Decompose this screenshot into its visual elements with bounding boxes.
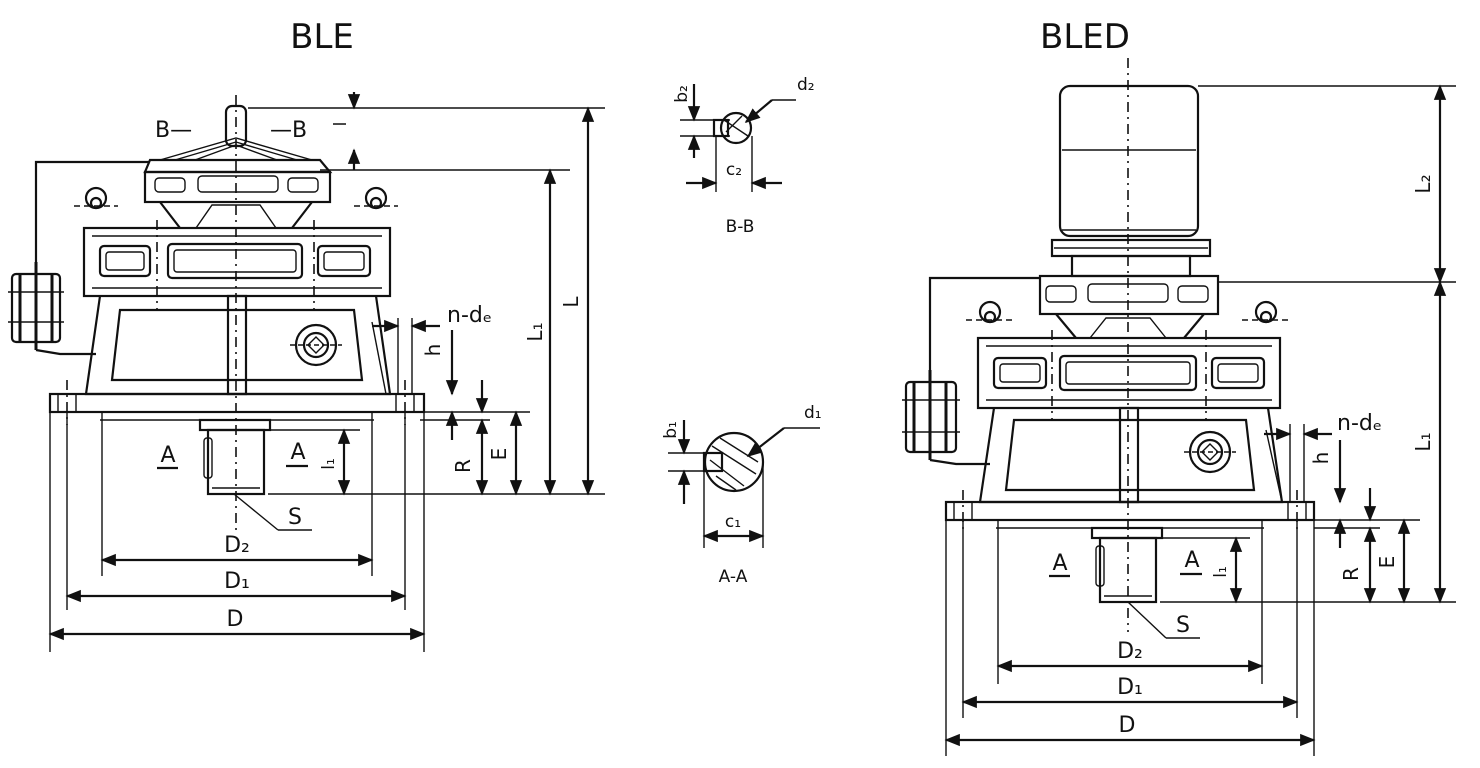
bled-dim-s: S <box>1176 613 1190 638</box>
ble-output-shaft: A A <box>157 418 308 496</box>
bled-dim-r: R <box>1339 567 1363 581</box>
ble-section-marker-right: —B <box>270 118 307 143</box>
bled-horizontal-dims: D₂ D₁ D <box>944 520 1316 756</box>
bled-dim-d1: D₁ <box>1117 675 1143 700</box>
ble-dim-s: S <box>288 505 302 530</box>
ble-dim-d2: D₂ <box>224 533 250 558</box>
bled-base-flange <box>944 490 1316 534</box>
ble-a-left: A <box>160 443 175 468</box>
bled-title: BLED <box>1040 17 1130 57</box>
ble-top-cover <box>143 137 333 229</box>
bled-dim-e: E <box>1375 556 1399 569</box>
section-bb: b₂ c₂ d₂ B-B <box>672 75 815 237</box>
ble-input-shaft: B— —B <box>155 104 307 148</box>
bled-top-cover <box>1038 274 1220 339</box>
bled-housing <box>976 330 1282 420</box>
section-aa: b₁ c₁ d₁ A-A <box>661 403 822 587</box>
ble-vertical-dims: L L₁ l h R E l₁ <box>248 92 605 496</box>
bled-dim-d: D <box>1119 713 1136 738</box>
bled-motor <box>1050 84 1212 278</box>
ble-view: BLE B— —B <box>8 17 605 652</box>
ble-dim-d1: D₁ <box>224 569 250 594</box>
aa-title: A-A <box>719 567 748 587</box>
bled-a-right: A <box>1184 548 1199 573</box>
ble-lower-body <box>84 294 392 396</box>
bled-a-left: A <box>1052 551 1067 576</box>
ble-dim-l1-shaft: l₁ <box>319 458 339 470</box>
ble-dim-ndc: n-dₑ <box>447 303 492 328</box>
bled-dim-l1-shaft: l₁ <box>1211 566 1231 578</box>
ble-title: BLE <box>290 17 354 57</box>
bled-view: BLED <box>902 17 1456 756</box>
ble-section-marker-left: B— <box>155 118 192 143</box>
bb-dim-b: b₂ <box>672 85 692 103</box>
bled-vertical-dims: L₂ L₁ h R E l₁ n-dₑ <box>1160 84 1456 604</box>
bled-dim-h: h <box>1309 452 1333 465</box>
bled-lower-body <box>978 406 1284 504</box>
aa-dim-b: b₁ <box>661 421 681 439</box>
ble-dim-d: D <box>227 607 244 632</box>
ble-dim-l: l <box>331 122 351 127</box>
bled-oil-pump <box>902 276 1040 466</box>
bled-lifting-eyes <box>966 300 1290 324</box>
bb-dim-c: c₂ <box>726 160 742 180</box>
ble-dim-l: L <box>559 296 583 308</box>
bled-dim-ndc: n-dₑ <box>1337 411 1382 436</box>
ble-base-flange <box>48 380 426 425</box>
bled-dim-l1: L₁ <box>1411 432 1435 451</box>
bled-dim-l2: L₂ <box>1411 174 1435 193</box>
bb-title: B-B <box>726 217 755 237</box>
bled-dim-d2: D₂ <box>1117 639 1143 664</box>
ble-dim-r: R <box>451 459 475 473</box>
ble-dim-l1: L₁ <box>523 322 547 341</box>
ble-dim-h: h <box>421 344 445 357</box>
ble-dim-e: E <box>487 448 511 461</box>
ble-lifting-eyes <box>74 186 398 210</box>
ble-horizontal-dims: D₂ D₁ D <box>48 412 426 652</box>
bled-output-shaft: A A <box>1049 526 1202 604</box>
ble-oil-pump <box>8 160 150 356</box>
aa-dim-d: d₁ <box>804 403 822 423</box>
bb-dim-d: d₂ <box>797 75 815 95</box>
aa-dim-c: c₁ <box>725 512 741 532</box>
ble-a-right: A <box>290 440 305 465</box>
